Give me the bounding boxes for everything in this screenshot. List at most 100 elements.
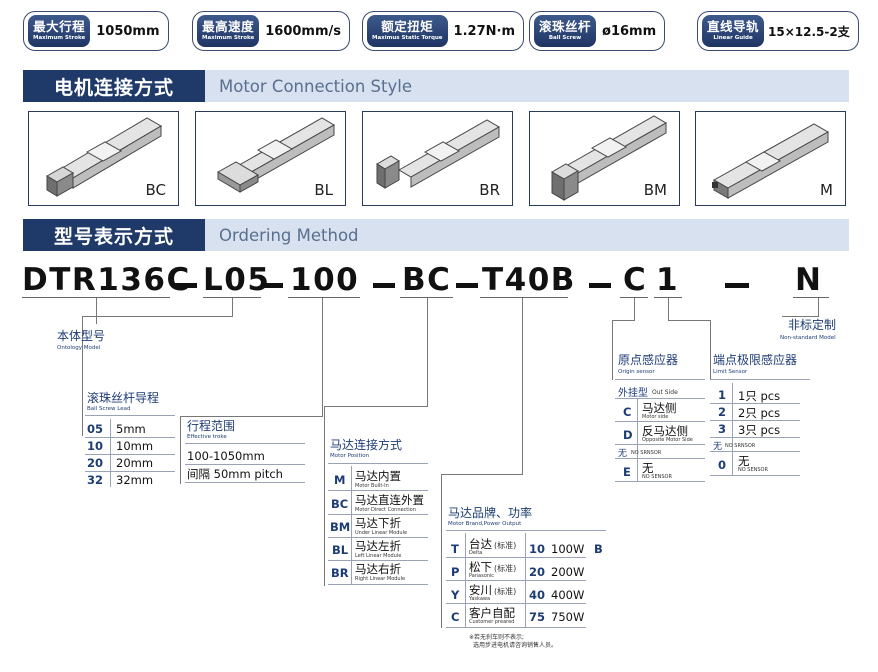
code-dash bbox=[456, 283, 478, 288]
code-stroke: 100 bbox=[290, 262, 360, 298]
code-body-model: DTR136C bbox=[22, 262, 191, 298]
column-divider bbox=[351, 466, 352, 584]
brake-code: B bbox=[594, 542, 603, 556]
connector-line bbox=[324, 406, 428, 407]
row-divider bbox=[446, 580, 586, 581]
column-divider bbox=[110, 419, 111, 487]
lead-subtitle: Ball Screw Lead bbox=[87, 406, 131, 412]
motor-position-cn: 马达右折 bbox=[355, 562, 401, 576]
origin-option-en: NO SENSOR bbox=[642, 474, 672, 480]
motor-position-en: Under Linear Module bbox=[355, 530, 408, 536]
row-divider bbox=[328, 584, 428, 585]
motor-style-bc: BC bbox=[28, 111, 179, 206]
origin-none-en: NO SRNSOR bbox=[631, 450, 662, 456]
code-origin-sensor: C bbox=[623, 262, 648, 298]
code-underline bbox=[288, 297, 360, 299]
connector-line bbox=[668, 298, 669, 320]
connector-line bbox=[710, 320, 711, 380]
brand-name-en: Delta bbox=[469, 550, 483, 556]
row-divider bbox=[710, 475, 800, 476]
brand-code: Y bbox=[451, 588, 460, 602]
motor-connection-header: 电机连接方式 Motor Connection Style bbox=[23, 70, 849, 102]
brand-name: 客户自配 bbox=[469, 606, 515, 620]
motor-position-cn: 马达直连外置 bbox=[355, 493, 424, 507]
origin-sensor-subtitle: Origin sensor bbox=[618, 369, 655, 375]
origin-option: 马达侧 bbox=[642, 401, 677, 415]
motor-style-bm: BM bbox=[529, 111, 680, 206]
module-bm-illustration bbox=[551, 115, 668, 201]
spec-linear-guide: 直线导轨 Linear Guide 15×12.5-2支 bbox=[697, 11, 859, 51]
motor-brand-title: 马达品牌、功率 bbox=[448, 506, 533, 520]
brand-name: 松下 bbox=[469, 560, 492, 574]
limit-value: 无 bbox=[738, 454, 750, 468]
limit-code: 3 bbox=[718, 422, 727, 436]
code-dash bbox=[263, 283, 283, 288]
stroke-pitch: 间隔 50mm pitch bbox=[187, 467, 283, 481]
limit-sensor-title: 端点极限感应器 bbox=[713, 353, 798, 367]
brand-name-en: Panasonic bbox=[469, 573, 495, 579]
spec-tag: 滚珠丝杆 Ball Screw bbox=[534, 15, 597, 47]
motor-position-code: M bbox=[334, 473, 346, 487]
code-underline bbox=[400, 297, 453, 299]
motor-position-en: Motor Direct Connection bbox=[355, 507, 416, 513]
origin-outside-label: 外挂型 bbox=[618, 388, 648, 399]
origin-outside-en: Out Side bbox=[652, 389, 678, 396]
code-dash bbox=[725, 283, 749, 288]
connector-line bbox=[818, 298, 819, 316]
brand-name: 台达 bbox=[469, 537, 492, 551]
connector-line bbox=[612, 320, 635, 321]
origin-code: E bbox=[623, 465, 631, 479]
code-dash bbox=[173, 283, 197, 288]
limit-sensor-subtitle: Limit Sensor bbox=[713, 369, 748, 375]
motor-position-cn: 马达下折 bbox=[355, 516, 401, 530]
limit-rule bbox=[710, 379, 810, 380]
power-code: 10 bbox=[529, 542, 546, 556]
spec-value: 1050mm bbox=[96, 23, 160, 39]
motor-style-label: BM bbox=[643, 181, 667, 199]
motor-position-cn: 马达内置 bbox=[355, 469, 401, 483]
row-divider bbox=[615, 481, 705, 482]
code-lead: L05 bbox=[203, 262, 271, 298]
code-dash bbox=[589, 283, 611, 288]
connector-line bbox=[427, 298, 428, 406]
lead-code: 20 bbox=[87, 456, 104, 470]
motor-style-label: BL bbox=[314, 181, 333, 199]
connector-line bbox=[322, 298, 323, 416]
connector-line bbox=[668, 320, 711, 321]
row-divider bbox=[185, 482, 305, 483]
origin-sensor-title: 原点感应器 bbox=[618, 353, 679, 367]
lead-value: 20mm bbox=[116, 456, 154, 470]
stroke-rule bbox=[185, 443, 305, 444]
ordering-method-header: 型号表示方式 Ordering Method bbox=[23, 219, 849, 251]
motor-style-bl: BL bbox=[195, 111, 346, 206]
motor-position-subtitle: Motor Position bbox=[330, 453, 370, 459]
motor-position-code: BR bbox=[331, 566, 349, 580]
brand-standard-note: (标准) bbox=[494, 564, 517, 573]
row-divider bbox=[328, 490, 428, 491]
brand-note-stepper: 选用步进电机请咨询销售人员。 bbox=[473, 642, 558, 649]
stroke-subtitle: Effective troke bbox=[187, 434, 227, 440]
origin-option: 反马达侧 bbox=[642, 424, 688, 438]
origin-option: 无 bbox=[642, 461, 654, 475]
code-underline bbox=[203, 297, 261, 299]
row-divider bbox=[615, 421, 705, 422]
connector-line bbox=[634, 298, 635, 320]
section-title-cn: 型号表示方式 bbox=[23, 219, 205, 251]
limit-none-en: NO SRNSOR bbox=[725, 443, 756, 449]
column-divider bbox=[637, 399, 638, 481]
limit-code: 0 bbox=[718, 458, 727, 472]
spec-value: ø16mm bbox=[602, 23, 657, 39]
section-title-cn: 电机连接方式 bbox=[23, 70, 205, 102]
brand-standard-note: (标准) bbox=[494, 541, 517, 550]
module-br-illustration bbox=[376, 119, 501, 189]
lead-code: 10 bbox=[87, 439, 104, 453]
row-divider bbox=[615, 444, 705, 445]
row-divider bbox=[710, 437, 800, 438]
code-limit-sensor: 1 bbox=[656, 262, 680, 298]
brand-name: 安川 bbox=[469, 583, 492, 597]
limit-value: 2只 pcs bbox=[738, 406, 781, 420]
spec-value: 15×12.5-2支 bbox=[768, 24, 850, 39]
row-divider bbox=[85, 437, 175, 438]
connector-line bbox=[82, 316, 83, 436]
spec-tag: 最高速度 Maximum Stroke bbox=[197, 15, 260, 47]
